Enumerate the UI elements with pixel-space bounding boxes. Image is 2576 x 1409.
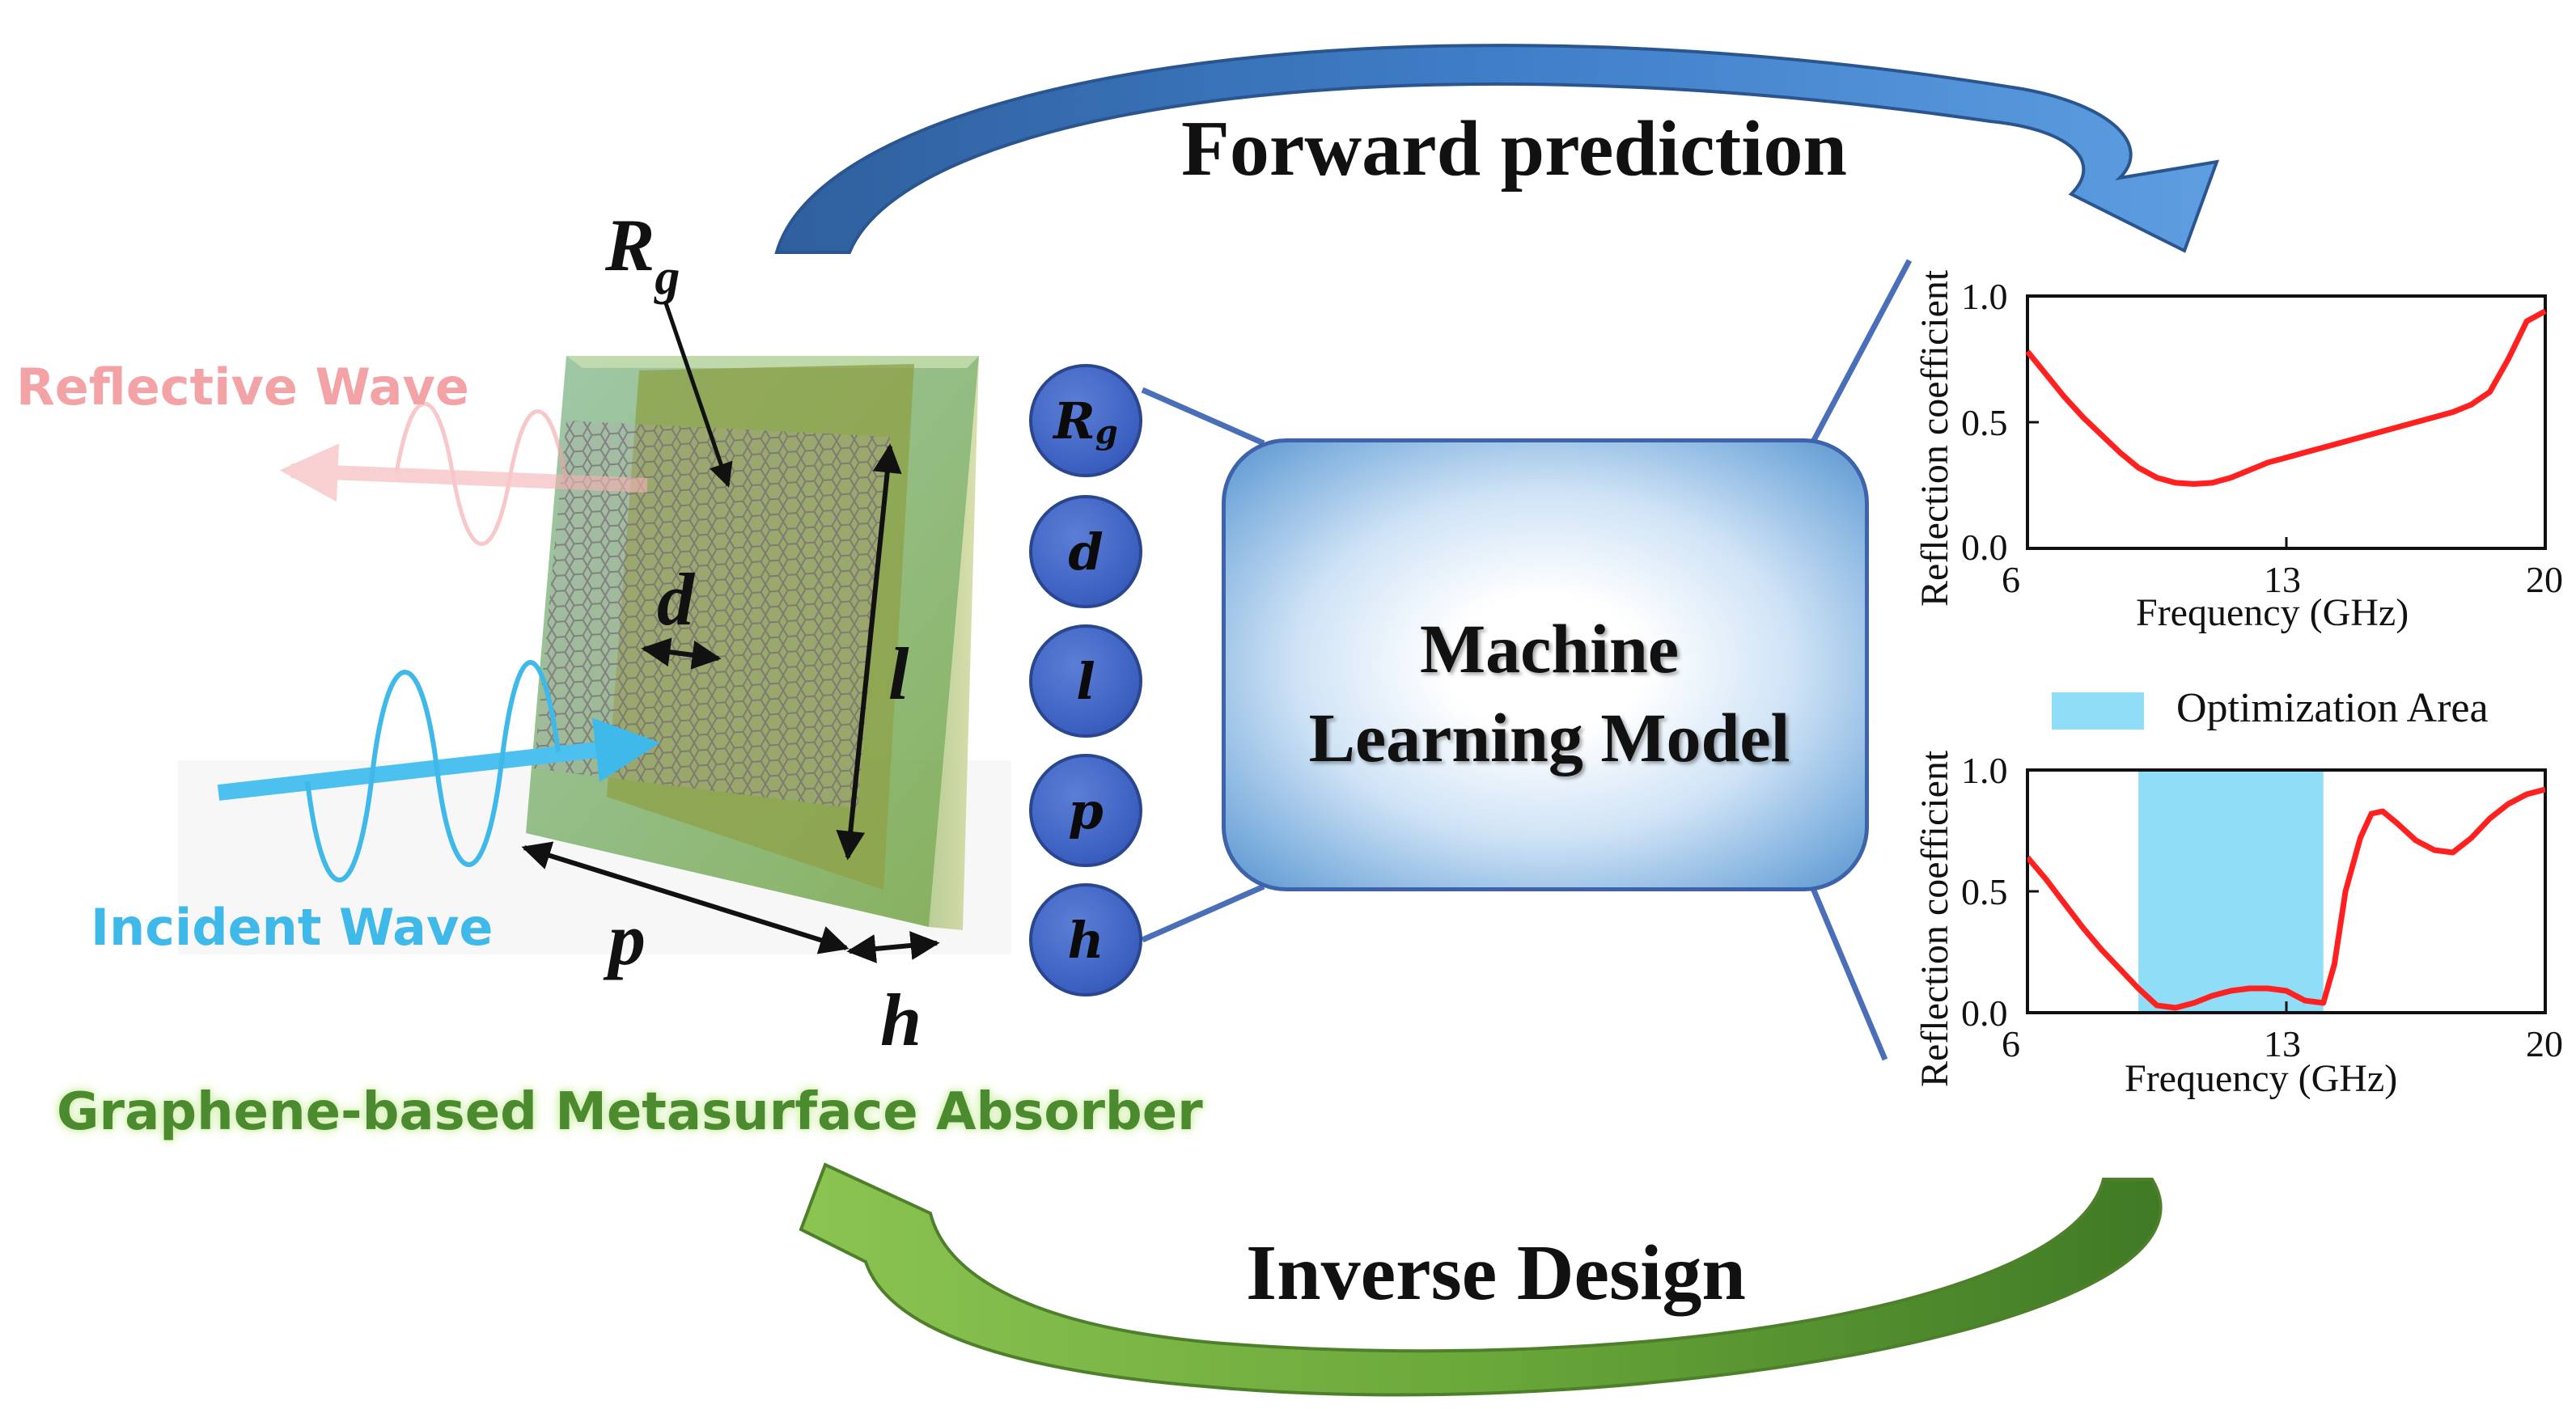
reflective-wave-label: Reflective Wave — [16, 358, 469, 417]
chart-2-xlabel: Frequency (GHz) — [2125, 1057, 2398, 1100]
forward-prediction-title: Forward prediction — [1181, 105, 1847, 193]
chart-1-ytick-1: 0.5 — [1961, 402, 2008, 443]
chart-2-ylabel: Reflection coefficient — [1913, 750, 1956, 1087]
chart-1-frame — [2025, 294, 2547, 550]
ml-model-title: Machine Learning Model — [1308, 610, 1790, 776]
chart-1-curve — [2025, 308, 2547, 487]
dim-label-p: p — [608, 898, 646, 980]
dim-arrow-h — [846, 931, 940, 963]
chart-1-ylabel: Reflection coefficient — [1913, 269, 1956, 607]
chart-1-xtick-0: 6 — [2002, 559, 2020, 600]
absorber-illustration — [178, 300, 1011, 963]
chart-1-xlabel: Frequency (GHz) — [2136, 591, 2409, 634]
incident-wave-label: Incident Wave — [91, 898, 494, 957]
reflective-wave — [279, 401, 648, 546]
chart-1-xtick-1: 13 — [2264, 559, 2301, 600]
inverse-design-title: Inverse Design — [1246, 1229, 1746, 1317]
chart-2-ytick-1: 0.5 — [1961, 871, 2008, 912]
incident-wave — [217, 660, 660, 882]
dim-label-d: d — [657, 558, 694, 641]
dim-arrow-l — [836, 443, 902, 861]
chart-1-ytick-2: 1.0 — [1961, 276, 2008, 317]
absorber-caption: Graphene-based Metasurface Absorber — [57, 1082, 1203, 1142]
inverse-arrow — [799, 1162, 2163, 1397]
chart-2-xtick-0: 6 — [2002, 1023, 2020, 1064]
chart-2-xtick-2: 20 — [2526, 1023, 2563, 1064]
chart-1-ytick-0: 0.0 — [1961, 527, 2008, 568]
param-d-circle: d — [1029, 495, 1142, 608]
dim-label-rg: Rg — [605, 204, 680, 306]
chart-2-ticks — [2027, 768, 2288, 1013]
dim-label-h: h — [880, 979, 922, 1061]
param-h-circle: h — [1029, 883, 1142, 996]
dim-arrow-d — [641, 637, 722, 670]
optimization-area-band — [2138, 770, 2324, 1013]
dim-label-l: l — [888, 633, 909, 715]
graphene-sheet — [534, 421, 890, 809]
optimization-area-swatch — [2052, 692, 2144, 730]
chart-2-curve — [2027, 786, 2545, 1011]
chart-2-xtick-1: 13 — [2264, 1023, 2301, 1064]
chart-2-ytick-0: 0.0 — [1961, 992, 2008, 1034]
ml-model-box: Machine Learning Model — [1222, 438, 1869, 891]
rg-pointer — [663, 300, 733, 488]
chart-1-ticks — [2027, 294, 2288, 548]
chart-2-frame — [2026, 768, 2547, 1014]
chart-2-ytick-2: 1.0 — [1961, 750, 2008, 791]
chart-1-xtick-2: 20 — [2526, 559, 2563, 600]
forward-arrow — [774, 44, 2220, 254]
param-p-circle: p — [1029, 754, 1142, 867]
optimization-area-legend: Optimization Area — [2176, 685, 2489, 731]
connectors — [1141, 259, 1913, 1061]
param-l-circle: l — [1029, 624, 1142, 738]
dim-arrow-p — [521, 841, 849, 954]
